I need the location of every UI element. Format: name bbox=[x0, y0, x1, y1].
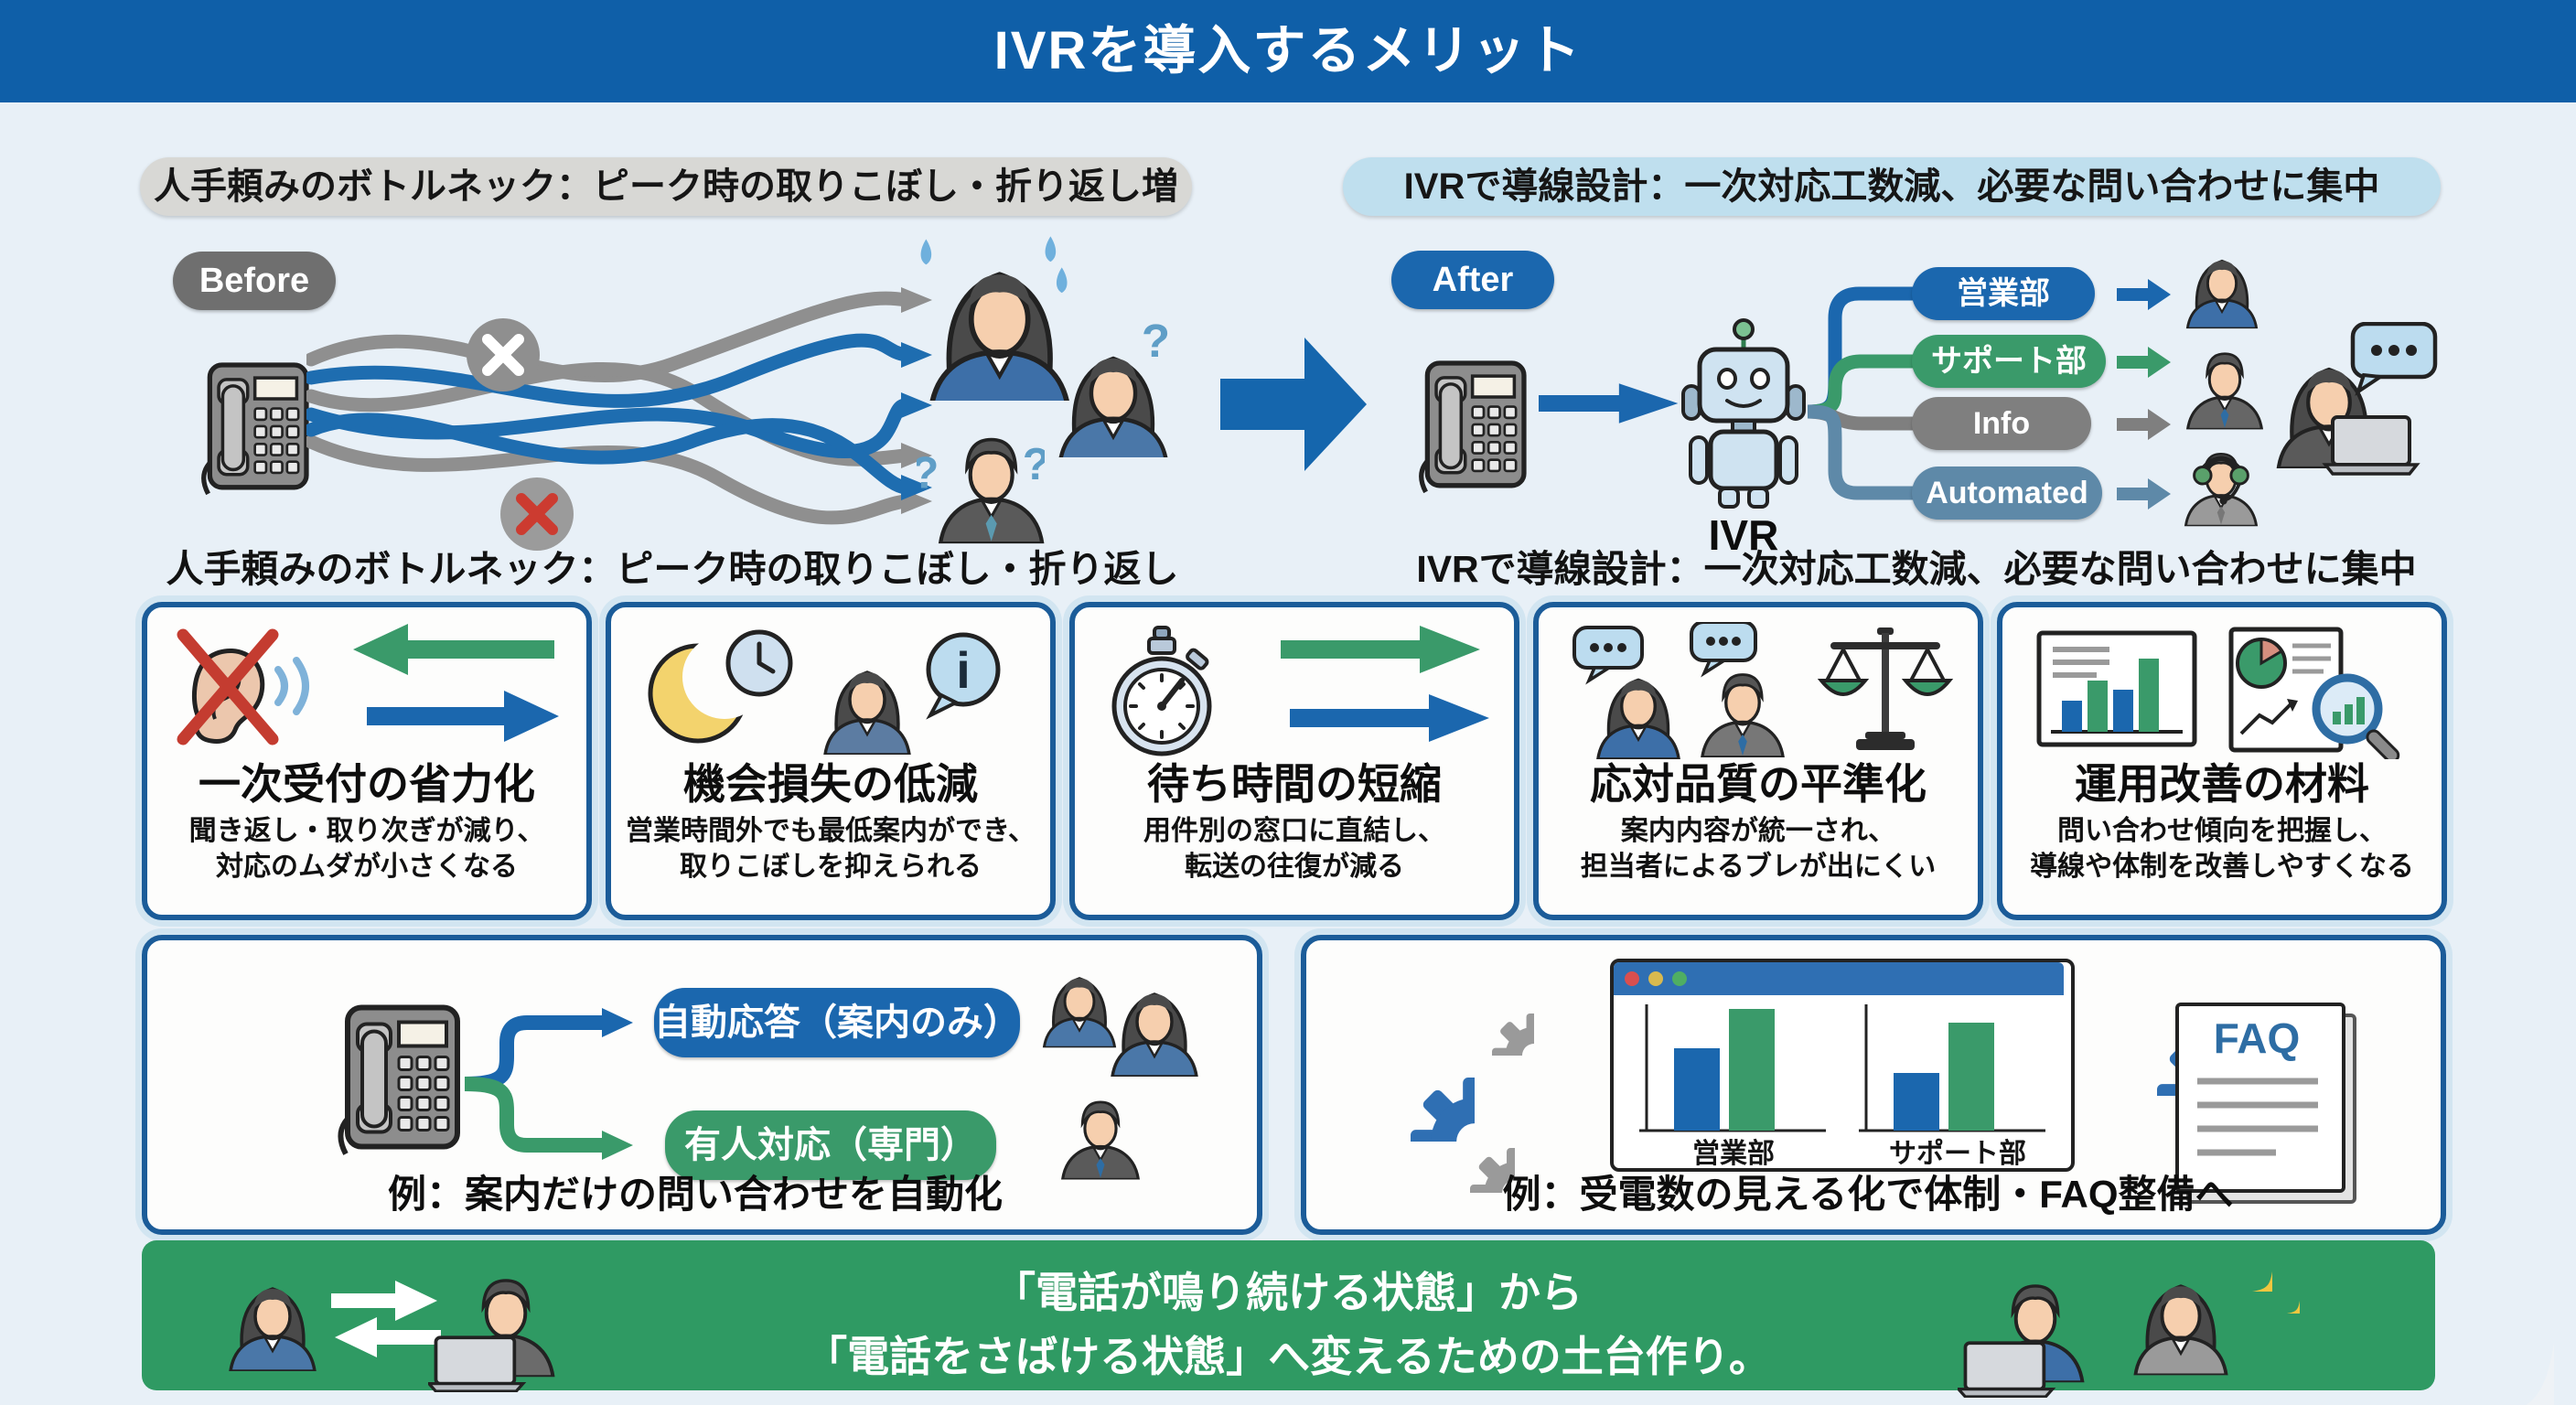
tangled-lines-graphic bbox=[306, 287, 932, 551]
info-bubble-icon: i bbox=[926, 632, 1001, 720]
route-arrow-automated bbox=[2115, 477, 2174, 510]
benefit-card-quality: 応対品質の平準化 案内内容が統一され、担当者によるブレが出にくい bbox=[1533, 602, 1983, 920]
title-banner bbox=[0, 0, 2576, 102]
human-answer-pill: 有人対応（専門） bbox=[665, 1110, 996, 1180]
before-after-transition-arrow bbox=[1220, 338, 1367, 471]
after-label-pill: After bbox=[1391, 251, 1554, 309]
ivr-robot-icon bbox=[1681, 318, 1806, 509]
magnifier-icon bbox=[2312, 673, 2400, 759]
before-phone-icon bbox=[192, 357, 313, 501]
example-left-caption: 例：案内だけの問い合わせを自動化 bbox=[387, 1173, 1003, 1216]
route-arrow-info bbox=[2115, 408, 2174, 441]
chart-label-sales: 営業部 bbox=[1692, 1139, 1775, 1169]
sales-agent-icon bbox=[2184, 245, 2259, 329]
svg-text:?: ? bbox=[1023, 440, 1045, 489]
footer-laptop-man2-icon bbox=[1958, 1283, 2085, 1398]
gear-small-icon bbox=[1450, 971, 1534, 1056]
no-listening-icon bbox=[177, 624, 559, 745]
stopwatch-icon bbox=[1111, 626, 1489, 756]
benefit-desc: 聞き返し・取り次ぎが減り、対応のムダが小さくなる bbox=[188, 815, 545, 882]
before-label-pill: Before bbox=[173, 252, 336, 310]
call-volume-bars bbox=[1639, 1004, 2045, 1132]
headset-agent-icon bbox=[2183, 441, 2259, 527]
sparkle-icon bbox=[2274, 1288, 2300, 1314]
speech-bubble-icon bbox=[1572, 626, 1644, 685]
route-arrow-sales bbox=[2115, 278, 2174, 311]
balance-scale-icon bbox=[1817, 627, 1954, 750]
example-branch-lines bbox=[465, 1008, 633, 1160]
route-pill-automated: Automated bbox=[1912, 467, 2102, 520]
benefit-title: 機会損失の低減 bbox=[683, 760, 978, 808]
missed-call-x-icon bbox=[500, 477, 574, 551]
quality-balance-icon bbox=[1572, 622, 1954, 759]
auto-answer-pill: 自動応答（案内のみ） bbox=[654, 988, 1020, 1057]
example-right-caption: 例：受電数の見える化で体制・FAQ整備へ bbox=[1502, 1173, 2234, 1216]
after-header-badge: IVRで導線設計：一次対応工数減、必要な問い合わせに集中 bbox=[1343, 157, 2441, 216]
confused-operator-icon: ? bbox=[1054, 315, 1170, 457]
page-title: IVRを導入するメリット bbox=[993, 21, 1583, 80]
after-hours-icon: i bbox=[648, 629, 1001, 755]
chat-bubble-icon bbox=[2350, 322, 2438, 396]
before-caption: 人手頼みのボトルネック：ピーク時の取りこぼし・折り返し増 bbox=[166, 548, 1179, 645]
blocked-call-x-icon bbox=[467, 318, 540, 391]
faq-doc bbox=[2175, 1003, 2345, 1193]
chart-label-support: サポート部 bbox=[1889, 1139, 2026, 1169]
footer-laptop-man-icon bbox=[428, 1278, 555, 1392]
benefit-desc: 問い合わせ傾向を把握し、導線や体制を改善しやすくなる bbox=[2030, 815, 2414, 882]
benefit-title: 運用改善の材料 bbox=[2075, 760, 2369, 808]
benefit-title: 待ち時間の短縮 bbox=[1147, 760, 1442, 808]
example-phone-icon bbox=[327, 999, 465, 1162]
ivr-robot-label: IVR bbox=[1708, 511, 1779, 559]
window-buttons-icon bbox=[1625, 971, 1687, 986]
footer-line1: 「電話が鳴り続ける状態」から bbox=[993, 1269, 1583, 1316]
confused-caller-icon: ? ? bbox=[917, 410, 1045, 547]
route-pill-support: サポート部 bbox=[1912, 335, 2106, 388]
after-phone-icon bbox=[1410, 355, 1530, 499]
benefit-desc: 営業時間外でも最低案内ができ、取りこぼしを抑えられる bbox=[626, 815, 1036, 882]
sparkle-icon bbox=[2232, 1251, 2272, 1292]
route-pill-sales: 営業部 bbox=[1912, 267, 2095, 320]
route-pill-info: Info bbox=[1912, 397, 2091, 450]
benefit-desc: 用件別の窓口に直結し、転送の往復が減る bbox=[1143, 815, 1445, 882]
stressed-operator-icon bbox=[920, 236, 1070, 401]
footer-woman-icon bbox=[227, 1270, 318, 1372]
svg-text:i: i bbox=[956, 641, 971, 699]
benefit-title: 応対品質の平準化 bbox=[1590, 760, 1927, 808]
chat-operator-icon bbox=[2274, 322, 2438, 476]
svg-text:?: ? bbox=[917, 449, 939, 499]
support-agent-icon bbox=[2184, 340, 2265, 430]
corner-sparkle-icon bbox=[2397, 1264, 2554, 1405]
footer-message: 「電話が鳴り続ける状態」から 「電話をさばける状態」へ変えるための土台作り。 bbox=[602, 1260, 1974, 1389]
example-caller-woman-icon bbox=[1041, 962, 1118, 1048]
benefit-card-opportunity: i 機会損失の低減 営業時間外でも最低案内ができ、取りこぼしを抑えられる bbox=[606, 602, 1056, 920]
footer-line2: 「電話をさばける状態」へ変えるための土台作り。 bbox=[805, 1333, 1771, 1380]
swap-arrows-icon bbox=[331, 1281, 441, 1357]
ivr-route-branches bbox=[1808, 286, 1917, 500]
faq-doc-lines bbox=[2197, 1078, 2318, 1156]
benefit-card-reception: 一次受付の省力化 聞き返し・取り次ぎが減り、対応のムダが小さくなる bbox=[142, 602, 592, 920]
example-caller-woman2-icon bbox=[1109, 975, 1200, 1078]
speech-bubble-icon bbox=[1690, 622, 1757, 678]
benefit-card-improvement: 運用改善の材料 問い合わせ傾向を把握し、導線や体制を改善しやすくなる bbox=[1997, 602, 2447, 920]
svg-text:?: ? bbox=[1142, 315, 1170, 367]
before-header-badge: 人手頼みのボトルネック：ピーク時の取りこぼし・折り返し増 bbox=[140, 157, 1192, 216]
route-arrow-support bbox=[2115, 346, 2174, 379]
footer-waving-woman-icon bbox=[2131, 1266, 2230, 1376]
benefit-title: 一次受付の省力化 bbox=[199, 760, 535, 808]
report-window-titlebar bbox=[1614, 962, 2064, 995]
faq-label: FAQ bbox=[2213, 1014, 2301, 1062]
phone-to-ivr-arrow bbox=[1539, 382, 1680, 424]
analytics-icon bbox=[2036, 627, 2400, 759]
after-caption: IVRで導線設計：一次対応工数減、必要な問い合わせに集中 bbox=[1416, 548, 2417, 590]
benefit-desc: 案内内容が統一され、担当者によるブレが出にくい bbox=[1580, 815, 1937, 882]
benefit-card-waittime: 待ち時間の短縮 用件別の窓口に直結し、転送の往復が減る bbox=[1069, 602, 1519, 920]
